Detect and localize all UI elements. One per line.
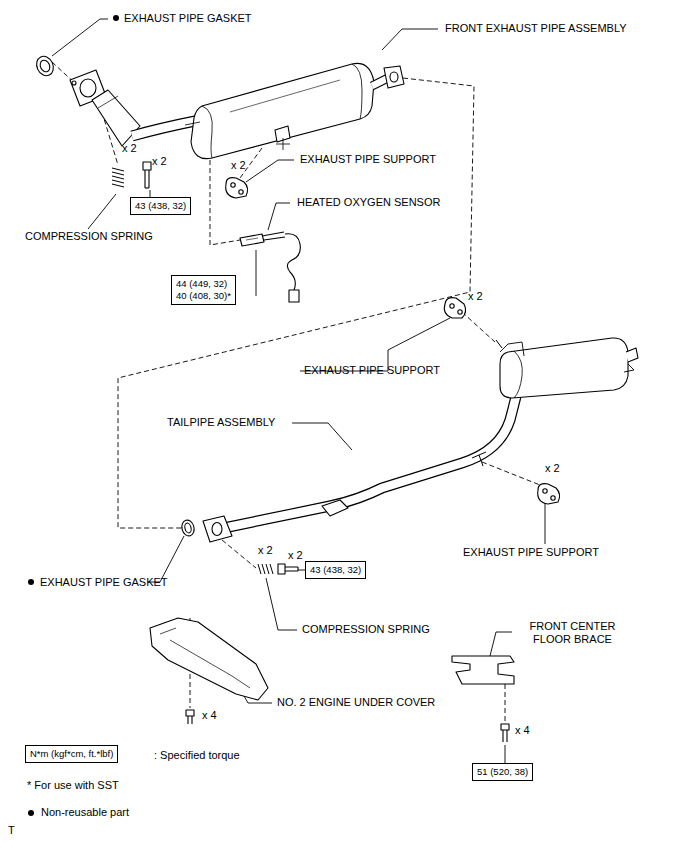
legend-torque-box: N*m (kgf*cm, ft.*lbf) (25, 745, 118, 763)
non-reusable-dot (28, 810, 34, 816)
part-name: TAILPIPE ASSEMBLY (167, 416, 275, 429)
torque-box: 44 (449, 32)40 (408, 30)* (171, 275, 236, 305)
torque-value: 44 (449, 32) (176, 278, 231, 290)
quantity: x 4 (515, 724, 530, 737)
part-name: COMPRESSION SPRING (302, 623, 430, 636)
legend-item: Non-reusable part (41, 806, 129, 819)
quantity: x 2 (468, 290, 483, 303)
quantity: x 2 (231, 159, 246, 172)
torque-value: 51 (520, 38) (477, 766, 528, 778)
torque-value: 40 (408, 30)* (176, 290, 231, 302)
part-name: EXHAUST PIPE GASKET (40, 576, 168, 589)
part-name: FRONT CENTER FLOOR BRACE (520, 620, 625, 646)
quantity: x 2 (152, 155, 167, 168)
part-name: EXHAUST PIPE GASKET (124, 12, 252, 25)
torque-value: N*m (kgf*cm, ft.*lbf) (30, 748, 113, 760)
quantity: x 2 (545, 462, 560, 475)
quantity: x 2 (122, 142, 137, 155)
torque-value: 43 (438, 32) (135, 200, 186, 212)
quantity: x 2 (258, 544, 273, 557)
legend-note: : Specified torque (154, 749, 240, 762)
torque-value: 43 (438, 32) (310, 564, 361, 576)
quantity: x 2 (288, 549, 303, 562)
figure-mark: T (8, 824, 15, 837)
part-name: FRONT EXHAUST PIPE ASSEMBLY (445, 22, 627, 35)
torque-box: 43 (438, 32) (130, 197, 191, 215)
footnote: * For use with SST (27, 779, 119, 792)
quantity: x 4 (202, 709, 217, 722)
legend-text: Non-reusable part (41, 806, 129, 818)
torque-box: 51 (520, 38) (472, 763, 533, 781)
part-name: EXHAUST PIPE SUPPORT (463, 546, 599, 559)
part-name: NO. 2 ENGINE UNDER COVER (277, 696, 435, 709)
part-name: COMPRESSION SPRING (25, 230, 153, 243)
part-name: HEATED OXYGEN SENSOR (297, 196, 440, 209)
part-name: EXHAUST PIPE SUPPORT (304, 364, 440, 377)
torque-box: 43 (438, 32) (305, 561, 366, 579)
part-name: EXHAUST PIPE SUPPORT (300, 153, 436, 166)
